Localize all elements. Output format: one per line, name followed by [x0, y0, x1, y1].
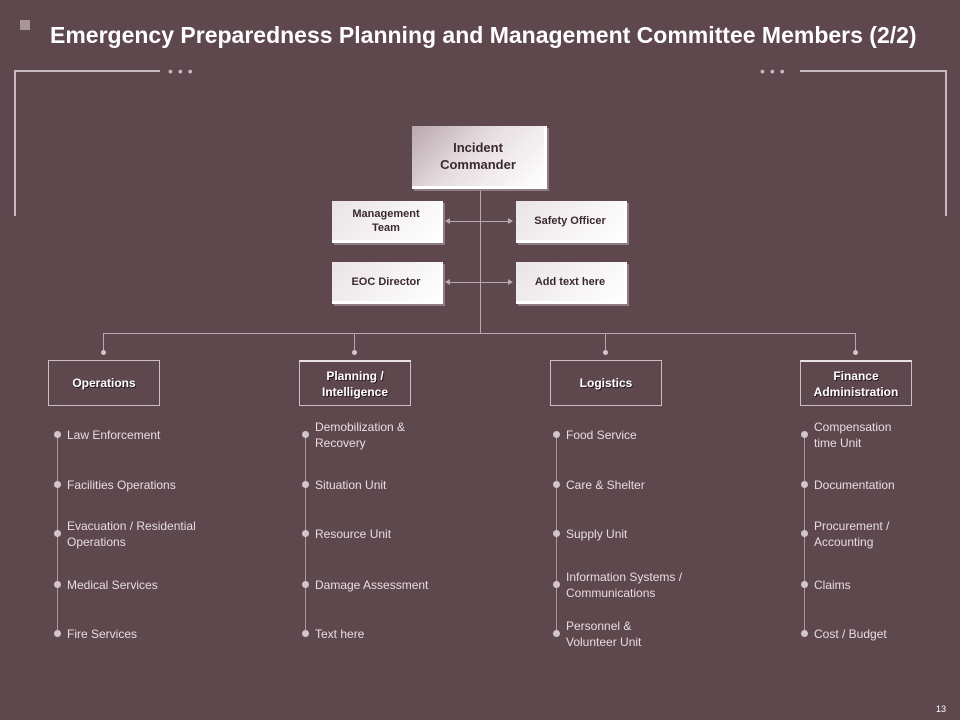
arrow-management-safety	[445, 218, 513, 224]
unit-bullet	[801, 581, 808, 588]
unit-item: Law Enforcement	[67, 428, 161, 442]
unit-bullet	[302, 431, 309, 438]
unit-bullet	[553, 431, 560, 438]
page-number: 13	[935, 704, 946, 714]
branch-pin-planning	[352, 350, 357, 355]
eoc-director-label: EOC Director	[351, 275, 421, 288]
unit-item: Information Systems / Communications	[566, 570, 683, 600]
frame-left-side	[14, 70, 16, 216]
department-finance-label: Finance Administration	[813, 368, 899, 399]
department-planning-label: Planning / Intelligence	[321, 368, 389, 399]
unit-item: Text here	[315, 627, 365, 641]
unit-bullet	[302, 481, 309, 488]
unit-bullet	[553, 630, 560, 637]
unit-bullet	[553, 530, 560, 537]
arrow-eoc-addtext	[445, 279, 513, 285]
frame-right-dots: •••	[760, 63, 790, 79]
department-operations-label: Operations	[72, 376, 136, 390]
unit-bullet	[553, 581, 560, 588]
add-text-label: Add text here	[534, 275, 606, 288]
branch-drop-logistics	[605, 333, 606, 352]
department-operations-box: Operations	[48, 360, 160, 406]
frame-right-side	[945, 70, 947, 216]
unit-bullet	[54, 481, 61, 488]
unit-bullet	[54, 431, 61, 438]
safety-officer-label: Safety Officer	[534, 214, 606, 227]
unit-item: Procurement / Accounting	[814, 519, 890, 549]
safety-officer-box: Safety Officer	[516, 201, 627, 243]
unit-item: Facilities Operations	[67, 478, 176, 492]
branch-drop-planning	[354, 333, 355, 352]
unit-item: Medical Services	[67, 578, 158, 592]
frame-right-top	[800, 70, 947, 72]
frame-left-dots: •••	[168, 63, 198, 79]
unit-item: Evacuation / Residential Operations	[67, 519, 196, 549]
branch-pin-operations	[101, 350, 106, 355]
add-text-box: Add text here	[516, 262, 627, 304]
unit-item: Demobilization & Recovery	[315, 420, 406, 450]
unit-bullet	[801, 481, 808, 488]
unit-bullet	[801, 630, 808, 637]
department-finance-box: Finance Administration	[800, 360, 912, 406]
unit-bullet	[553, 481, 560, 488]
department-planning-box: Planning / Intelligence	[299, 360, 411, 406]
incident-commander-box: Incident Commander	[412, 126, 547, 189]
management-team-box: Management Team	[332, 201, 443, 243]
unit-item: Resource Unit	[315, 527, 392, 541]
incident-commander-label: Incident Commander	[440, 140, 516, 172]
unit-item: Situation Unit	[315, 478, 387, 492]
frame-left-top	[14, 70, 160, 72]
unit-bullet	[54, 581, 61, 588]
unit-bullet	[54, 530, 61, 537]
unit-bullet	[302, 630, 309, 637]
department-logistics-box: Logistics	[550, 360, 662, 406]
unit-item: Food Service	[566, 428, 637, 442]
unit-bullet	[801, 530, 808, 537]
corner-accent-square	[20, 20, 30, 30]
branch-pin-logistics	[603, 350, 608, 355]
eoc-director-box: EOC Director	[332, 262, 443, 304]
branch-pin-finance	[853, 350, 858, 355]
branch-drop-operations	[103, 333, 104, 352]
unit-item: Documentation	[814, 478, 895, 492]
unit-item: Claims	[814, 578, 851, 592]
unit-item: Supply Unit	[566, 527, 628, 541]
unit-bullet	[801, 431, 808, 438]
unit-item: Compensation time Unit	[814, 420, 892, 450]
branch-drop-finance	[855, 333, 856, 352]
unit-item: Personnel & Volunteer Unit	[566, 619, 642, 649]
unit-item: Damage Assessment	[315, 578, 429, 592]
unit-item: Care & Shelter	[566, 478, 645, 492]
unit-bullet	[302, 581, 309, 588]
page-title: Emergency Preparedness Planning and Mana…	[50, 22, 917, 48]
unit-item: Cost / Budget	[814, 627, 887, 641]
unit-bullet	[302, 530, 309, 537]
unit-bullet	[54, 630, 61, 637]
department-logistics-label: Logistics	[579, 376, 633, 390]
management-team-label: Management Team	[352, 207, 420, 234]
branch-horizontal-line	[103, 333, 856, 334]
unit-item: Fire Services	[67, 627, 138, 641]
trunk-vertical-line	[480, 187, 481, 333]
